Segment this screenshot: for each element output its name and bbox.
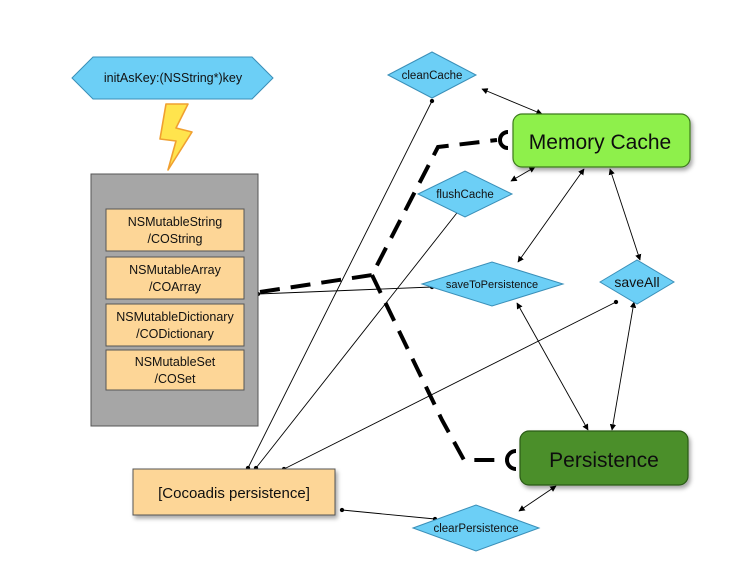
edge-saveall-memorycache xyxy=(608,168,642,261)
dashed-link-caps xyxy=(498,130,517,471)
node-label: saveAll xyxy=(614,274,659,290)
edge-classgroup-savetopersistence xyxy=(255,284,435,297)
class-item-line2: /COString xyxy=(148,232,203,246)
node-save-all[interactable]: saveAll xyxy=(599,259,675,305)
node-label: saveToPersistence xyxy=(446,279,538,291)
node-label: cleanCache xyxy=(402,70,463,82)
class-item-line1: NSMutableSet xyxy=(135,355,216,369)
node-label: Persistence xyxy=(549,449,659,472)
class-item[interactable]: NSMutableDictionary /CODictionary xyxy=(105,303,245,347)
class-group: NSMutableString /COString NSMutableArray… xyxy=(90,173,259,427)
class-item-line2: /COSet xyxy=(155,372,197,386)
edge-savetopersistence-persistence xyxy=(516,302,589,431)
class-item[interactable]: NSMutableSet /COSet xyxy=(105,349,245,391)
edge-flushcache-memorycache xyxy=(510,166,536,182)
node-label: Memory Cache xyxy=(529,131,671,154)
lightning-bolt-icon xyxy=(159,103,193,171)
connectors xyxy=(245,88,642,522)
node-persistence[interactable]: Persistence xyxy=(519,430,689,486)
edge-savetopersistence-memorycache xyxy=(517,168,585,263)
node-memory-cache[interactable]: Memory Cache xyxy=(512,113,691,168)
class-item-line1: NSMutableArray xyxy=(129,263,221,277)
node-label: initAsKey:(NSString*)key xyxy=(104,71,243,85)
node-init-as-key[interactable]: initAsKey:(NSString*)key xyxy=(71,56,274,100)
edge-cocoadis-cleancache xyxy=(245,98,435,471)
node-label: clearPersistence xyxy=(433,523,518,535)
node-cocoadis-persistence[interactable]: [Cocoadis persistence] xyxy=(132,468,336,516)
dashed-links xyxy=(259,138,506,462)
class-item-line2: /COArray xyxy=(149,280,202,294)
node-flush-cache[interactable]: flushCache xyxy=(416,170,514,218)
node-label: [Cocoadis persistence] xyxy=(158,485,310,502)
edge-saveall-persistence xyxy=(609,301,637,431)
class-item-line1: NSMutableString xyxy=(128,215,223,229)
edge-cleancache-memorycache xyxy=(481,88,543,115)
node-label: flushCache xyxy=(436,189,494,201)
node-clear-persistence[interactable]: clearPersistence xyxy=(411,504,541,552)
edge-clearpersistence-persistence xyxy=(518,485,557,512)
class-item-line2: /CODictionary xyxy=(136,327,215,341)
node-save-to-persistence[interactable]: saveToPersistence xyxy=(420,261,565,307)
class-item[interactable]: NSMutableString /COString xyxy=(105,208,245,252)
dashed-link-persistence xyxy=(370,274,506,462)
class-item-line1: NSMutableDictionary xyxy=(116,310,234,324)
class-item[interactable]: NSMutableArray /COArray xyxy=(105,256,245,300)
node-clean-cache[interactable]: cleanCache xyxy=(386,51,478,99)
edge-cocoadis-clearpersistence xyxy=(339,507,438,522)
dashed-link-memorycache xyxy=(259,138,498,294)
edge-cocoadis-saveall xyxy=(281,299,619,472)
